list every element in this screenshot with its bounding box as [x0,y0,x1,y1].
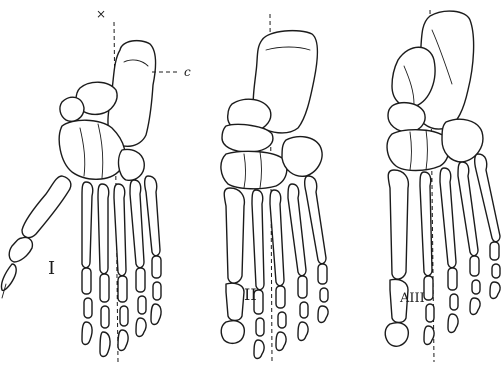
hallux-metatarsal-1 [22,176,71,237]
foot-3-label: AIII [399,291,425,306]
metatarsals-2 [224,176,326,290]
metatarsals-3 [388,154,500,279]
hallux-tip-1 [1,264,16,290]
tarsal-bones-2 [221,151,287,188]
hallux-phalanx-1 [9,237,32,262]
foot-1-label: I [48,258,55,279]
tarsal-bones-3 [387,130,449,171]
axis-top-marker: × [96,7,106,21]
navicular-bone-3 [388,103,425,132]
foot-skeleton-2: II [221,14,328,362]
cuboid-bone-1 [119,150,145,181]
navicular-bone-2 [222,124,273,152]
cuboid-bone-2 [282,137,322,177]
metatarsals-1 [82,176,160,276]
foot-skeleton-1: × × c I [1,7,191,362]
navicular-bone-1 [60,97,84,121]
foot-2-label: II [244,285,257,304]
foot-skeleton-3: AIII [385,10,500,362]
calcaneus-marker-label: c [184,65,191,79]
